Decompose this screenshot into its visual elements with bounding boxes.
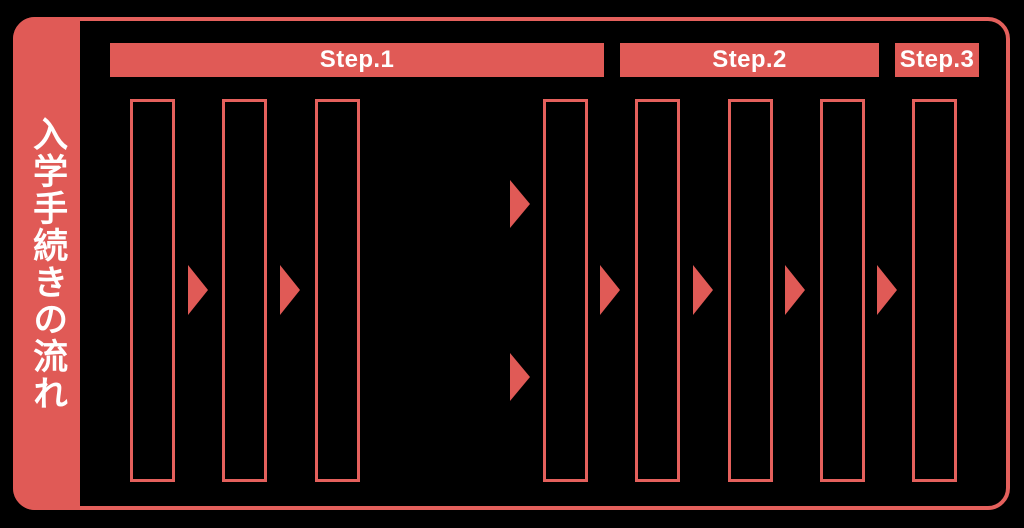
arrow-2-3-icon	[280, 265, 300, 315]
step-bar-3: Step.3	[895, 43, 979, 77]
step-bar-label: Step.2	[712, 46, 787, 73]
arrow-branch-down-icon	[510, 353, 530, 401]
flow-card-2[interactable]	[222, 99, 267, 482]
step-bar-label: Step.3	[899, 46, 975, 73]
flow-card-1[interactable]	[130, 99, 175, 482]
flow-card-6[interactable]	[728, 99, 773, 482]
arrow-4-5-icon	[600, 265, 620, 315]
vertical-title-text: 入学手続きの流れ	[27, 115, 68, 412]
vertical-title-panel: 入学手続きの流れ	[13, 17, 80, 510]
arrow-6-7-icon	[785, 265, 805, 315]
step-bar-1: Step.1	[110, 43, 604, 77]
arrow-7-8-icon	[877, 265, 897, 315]
step-bar-label: Step.1	[319, 46, 395, 73]
step-bar-2: Step.2	[620, 43, 879, 77]
flow-card-4[interactable]	[543, 99, 588, 482]
arrow-branch-up-icon	[510, 180, 530, 228]
arrow-1-2-icon	[188, 265, 208, 315]
arrow-5-6-icon	[693, 265, 713, 315]
flow-card-3[interactable]	[315, 99, 360, 482]
flow-card-5[interactable]	[635, 99, 680, 482]
flow-card-7[interactable]	[820, 99, 865, 482]
flow-card-8[interactable]	[912, 99, 957, 482]
